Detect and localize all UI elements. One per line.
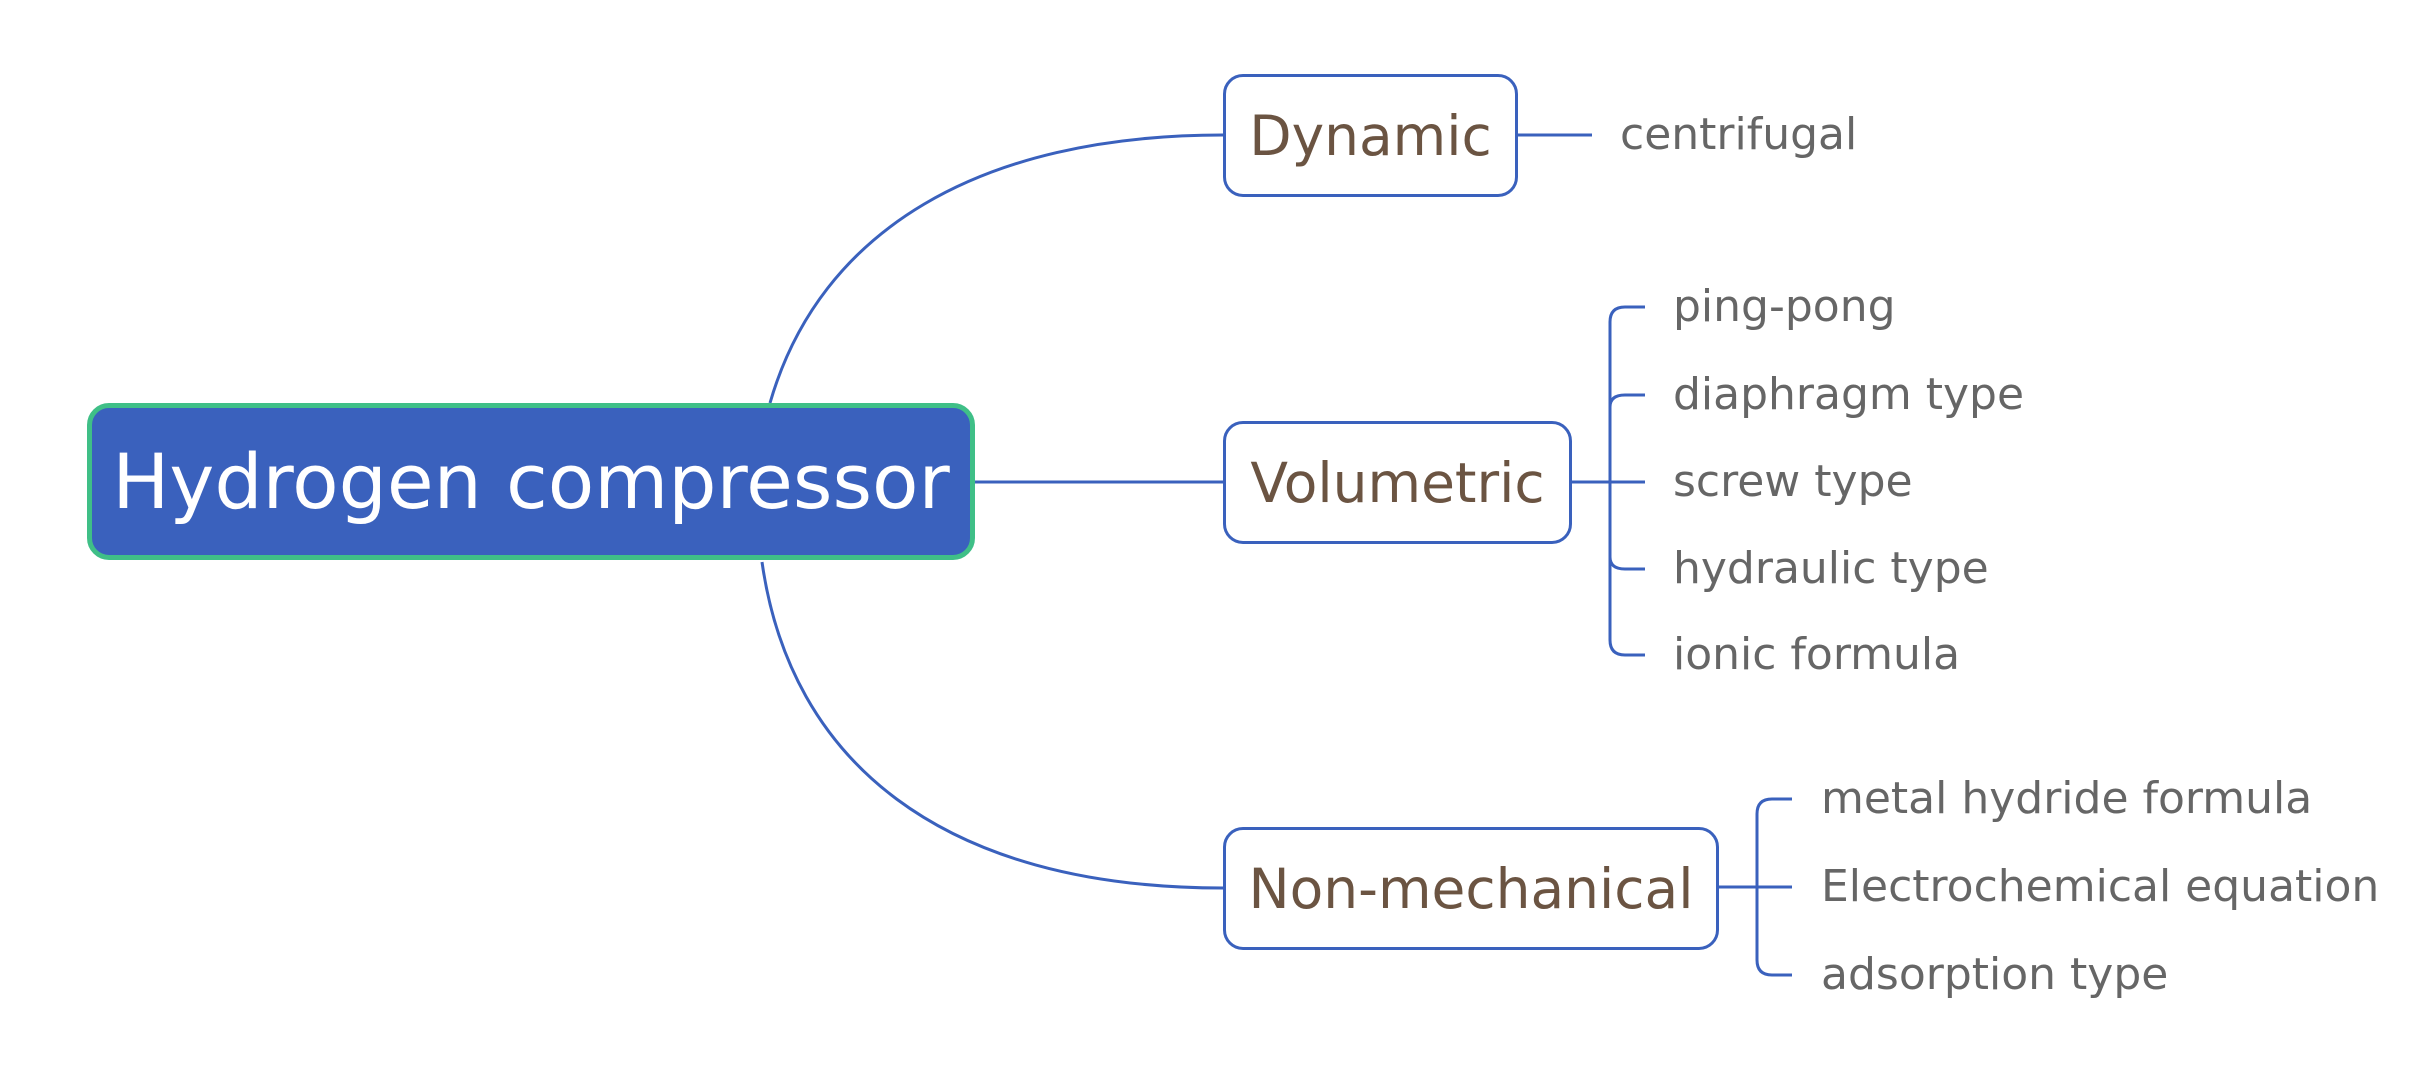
leaf-metal-hydride-formula[interactable]: metal hydride formula [1821, 773, 2313, 824]
branch-dynamic[interactable]: Dynamic [1223, 74, 1518, 197]
connector-root-nonmechanical [760, 561, 1224, 890]
bracket-volumetric-tick-4 [1608, 556, 1645, 571]
leaf-ping-pong[interactable]: ping-pong [1673, 281, 1896, 332]
root-node[interactable]: Hydrogen compressor [87, 403, 975, 560]
leaf-screw-type[interactable]: screw type [1673, 456, 1913, 507]
branch-dynamic-label: Dynamic [1249, 103, 1492, 168]
leaf-ionic-formula[interactable]: ionic formula [1673, 629, 1961, 680]
leaf-centrifugal[interactable]: centrifugal [1620, 109, 1858, 160]
branch-volumetric[interactable]: Volumetric [1223, 421, 1572, 544]
leaf-diaphragm-type[interactable]: diaphragm type [1673, 369, 2025, 420]
branch-non-mechanical[interactable]: Non-mechanical [1223, 827, 1719, 950]
leaf-hydraulic-type[interactable]: hydraulic type [1673, 543, 1989, 594]
root-label: Hydrogen compressor [112, 437, 950, 526]
leaf-electrochemical-equation[interactable]: Electrochemical equation [1821, 861, 2380, 912]
branch-non-mechanical-label: Non-mechanical [1248, 856, 1694, 921]
bracket-volumetric-tick-2 [1608, 393, 1645, 408]
leaf-adsorption-type[interactable]: adsorption type [1821, 949, 2169, 1000]
connector-root-dynamic [768, 133, 1224, 404]
branch-volumetric-label: Volumetric [1250, 450, 1545, 515]
